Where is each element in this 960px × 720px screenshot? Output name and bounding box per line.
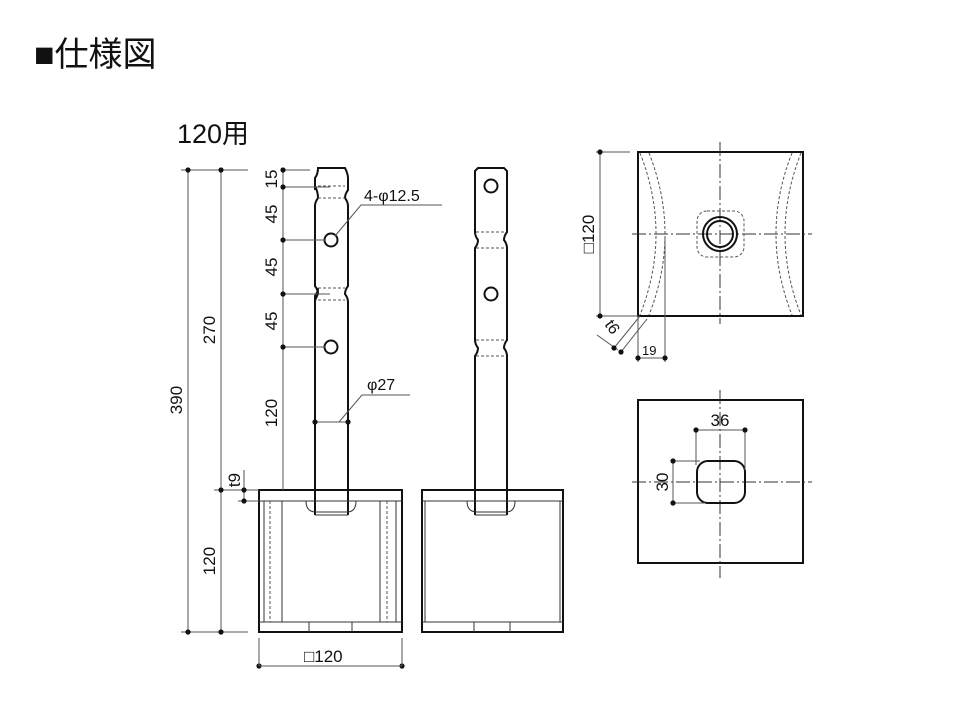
dim-top-size: □120 [579, 215, 598, 254]
dim-pipe-diameter: φ27 [367, 377, 395, 394]
dim-120-base: 120 [200, 547, 219, 575]
dim-120-post: 120 [262, 399, 281, 427]
side-view-side [421, 167, 564, 633]
hole-icon [483, 178, 499, 194]
dim-19: 19 [642, 343, 656, 358]
dim-390: 390 [167, 386, 186, 414]
hole-icon [483, 286, 499, 302]
dim-270: 270 [200, 316, 219, 344]
dim-holes: 4-φ12.5 [364, 188, 420, 205]
model-label: 120用 [177, 119, 249, 149]
side-view-front [258, 167, 403, 633]
top-view: □120 t6 19 [579, 142, 812, 362]
dim-t6: t6 [601, 317, 623, 338]
page-title: ■仕様図 [34, 36, 157, 74]
dim-15: 15 [262, 170, 281, 189]
dim-base-width: □120 [304, 647, 343, 666]
side-view-dimensions: 390 270 120 t9 15 45 45 45 120 4-φ12.5 φ… [167, 167, 442, 669]
dim-slot-width: 36 [711, 411, 730, 430]
dim-45c: 45 [262, 312, 281, 331]
dim-slot-height: 30 [653, 473, 672, 492]
dim-t9: t9 [225, 473, 244, 487]
hole-icon [323, 339, 339, 355]
bottom-view: 36 30 [632, 390, 812, 578]
dim-45a: 45 [262, 205, 281, 224]
dim-45b: 45 [262, 258, 281, 277]
